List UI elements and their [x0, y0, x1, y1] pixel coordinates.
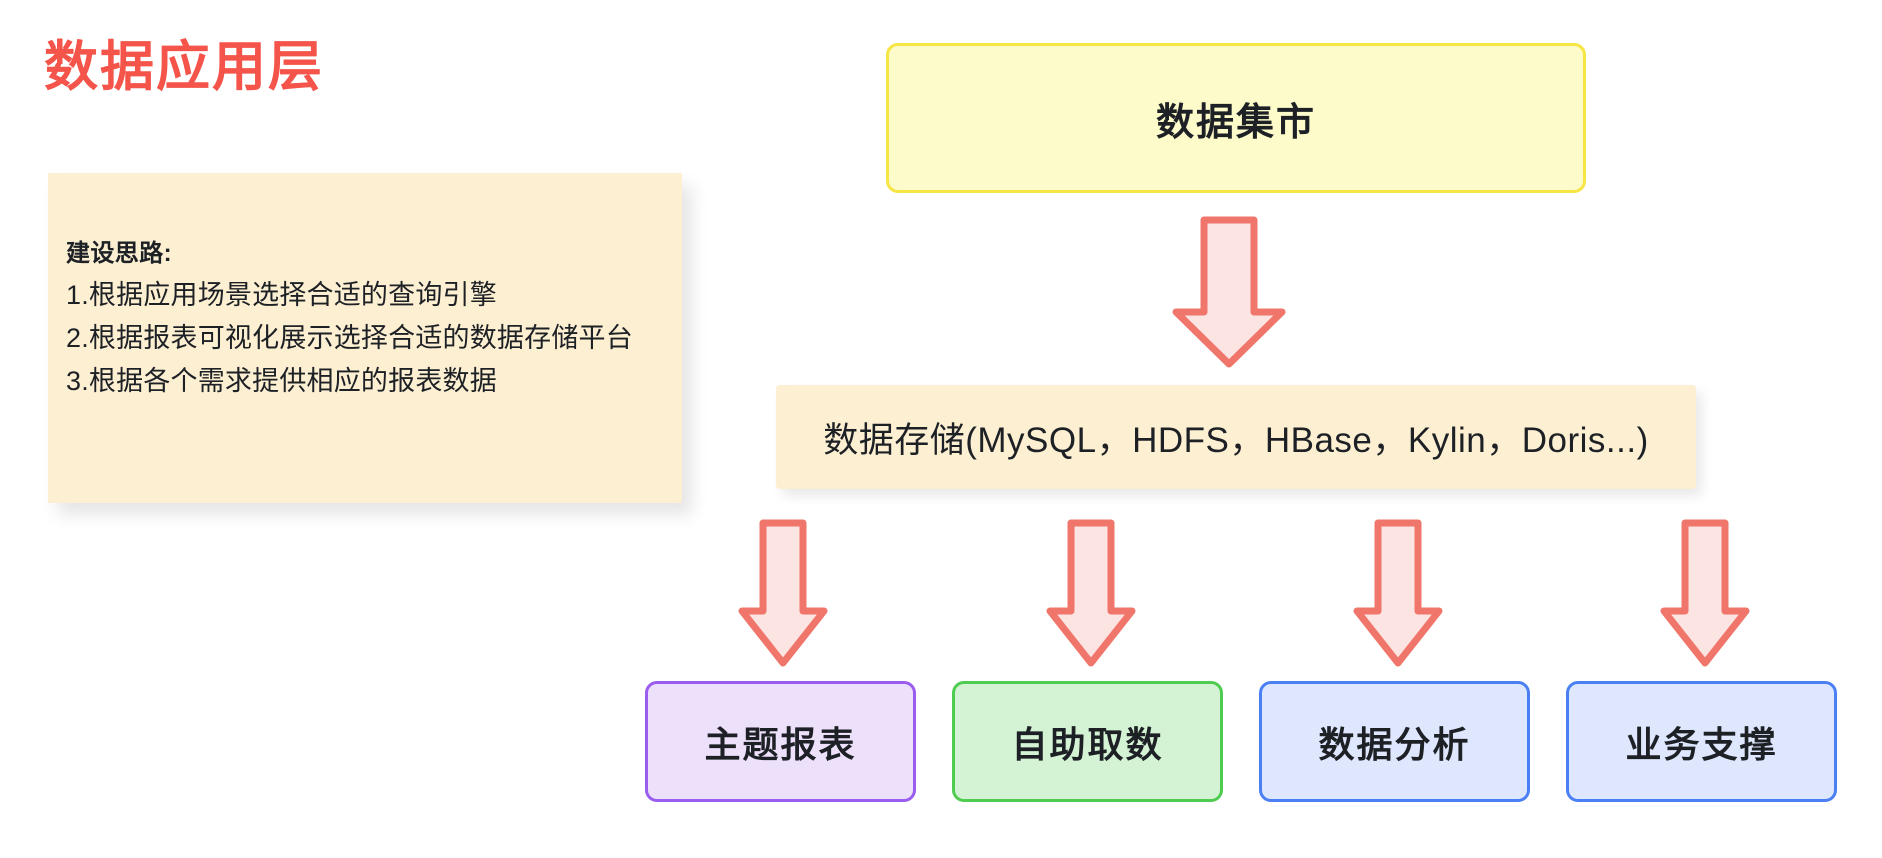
- arrow-down-to-business-support: [1660, 519, 1750, 667]
- node-topic-report[interactable]: 主题报表: [645, 681, 916, 802]
- build-approach-content: 建设思路: 1.根据应用场景选择合适的查询引擎 2.根据报表可视化展示选择合适的…: [66, 235, 682, 402]
- arrow-down-to-self-service-query: [1046, 519, 1136, 667]
- build-approach-heading: 建设思路:: [66, 240, 172, 267]
- node-data-storage[interactable]: 数据存储(MySQL，HDFS，HBase，Kylin，Doris...): [776, 385, 1696, 489]
- build-approach-line-3: 3.根据各个需求提供相应的报表数据: [66, 365, 497, 396]
- build-approach-line-2: 2.根据报表可视化展示选择合适的数据存储平台: [66, 322, 633, 353]
- arrow-down-to-topic-report: [738, 519, 828, 667]
- arrow-down-to-data-analysis: [1353, 519, 1443, 667]
- node-data-mart[interactable]: 数据集市: [886, 43, 1586, 193]
- build-approach-card: 建设思路: 1.根据应用场景选择合适的查询引擎 2.根据报表可视化展示选择合适的…: [48, 173, 682, 503]
- build-approach-line-1: 1.根据应用场景选择合适的查询引擎: [66, 280, 497, 311]
- page-title: 数据应用层: [44, 37, 324, 97]
- node-data-analysis[interactable]: 数据分析: [1259, 681, 1530, 802]
- node-self-service-query[interactable]: 自助取数: [952, 681, 1223, 802]
- node-business-support[interactable]: 业务支撑: [1566, 681, 1837, 802]
- arrow-down-mart-to-storage: [1172, 216, 1286, 368]
